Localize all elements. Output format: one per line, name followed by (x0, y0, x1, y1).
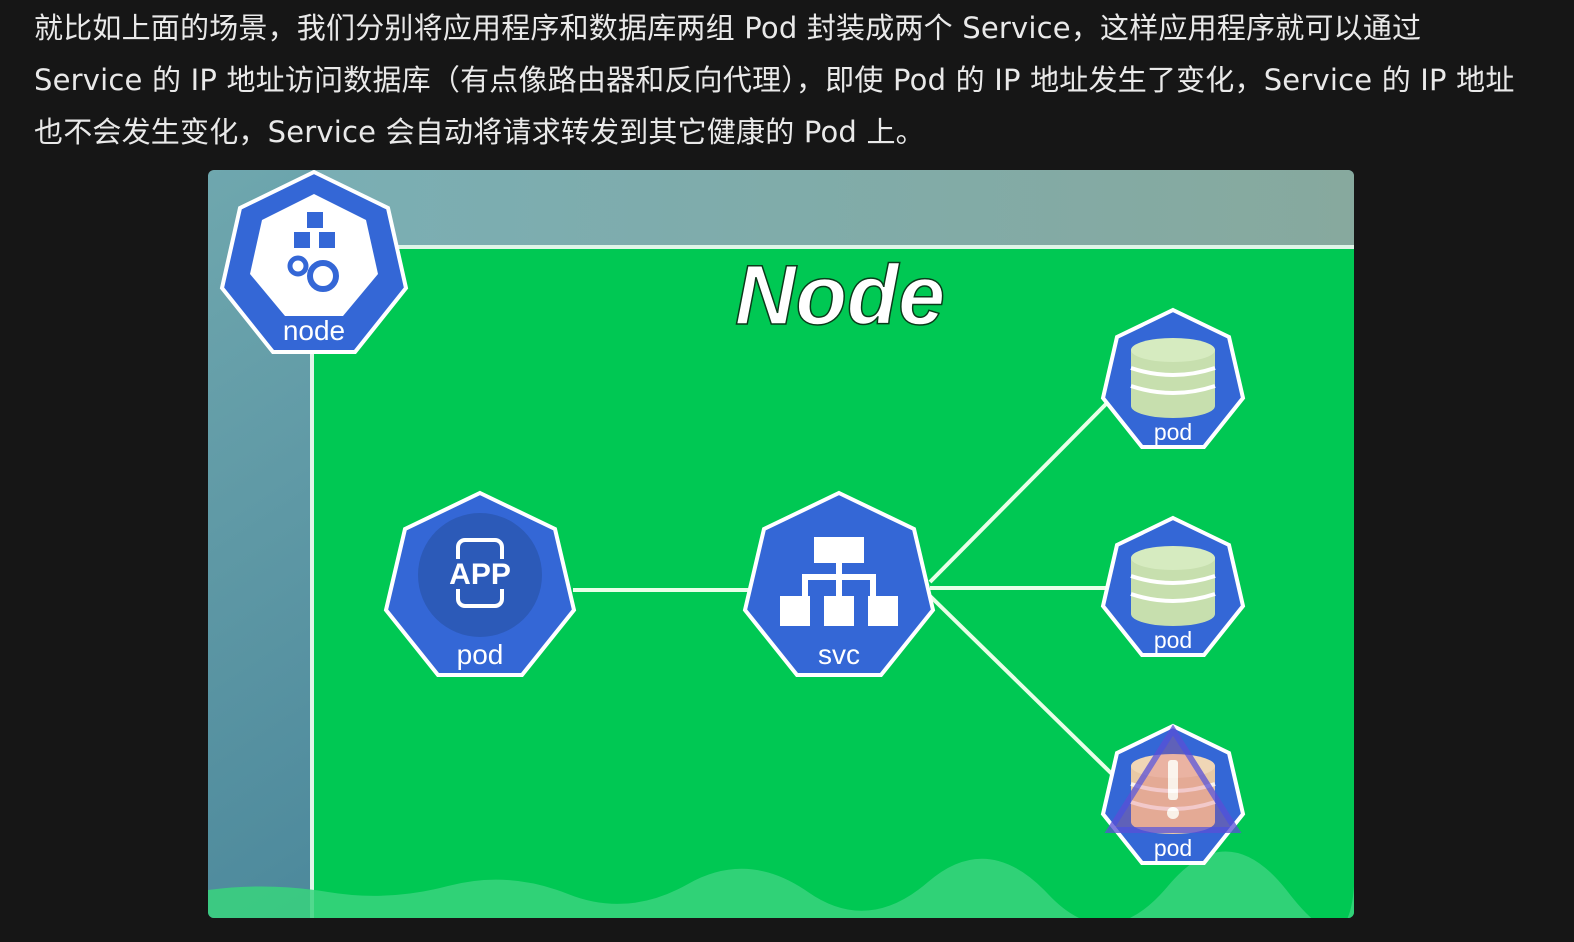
app-pod-label: pod (457, 639, 504, 670)
db-pod-2: pod (1100, 515, 1246, 657)
warning-icon (1104, 724, 1242, 833)
app-phone-icon: APP (442, 538, 518, 608)
article-paragraph: 就比如上面的场景，我们分别将应用程序和数据库两组 Pod 封装成两个 Servi… (34, 11, 1515, 149)
svc-label: svc (818, 639, 860, 670)
bottom-wave (208, 851, 1354, 918)
db-pod-1-label: pod (1154, 419, 1192, 445)
db-pod-3-failing: pod (1100, 723, 1246, 865)
svc-node: svc (742, 490, 936, 677)
node-badge: node (219, 170, 409, 354)
db-pod-3-label: pod (1154, 835, 1192, 861)
app-pod: APP pod (383, 490, 577, 677)
svc-to-pod3-line (928, 594, 1116, 778)
cubes-gear-icon (287, 212, 339, 292)
app-icon-text: APP (449, 558, 511, 591)
node-diagram: Node node (208, 170, 1354, 918)
database-icon (1130, 338, 1216, 418)
svc-to-pod1-line (928, 400, 1110, 584)
top-strip (312, 170, 1354, 248)
db-pod-2-label: pod (1154, 627, 1192, 653)
node-badge-label: node (283, 315, 345, 346)
node-diagram-figure: Node node (208, 170, 1354, 918)
node-title: Node (735, 248, 945, 342)
db-pod-1: pod (1100, 307, 1246, 449)
hierarchy-icon (780, 537, 898, 626)
database-icon (1130, 546, 1216, 626)
